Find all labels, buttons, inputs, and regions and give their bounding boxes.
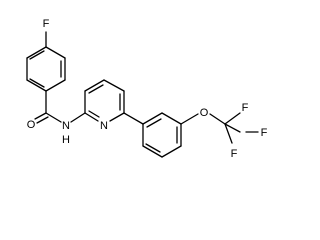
bond — [103, 79, 125, 92]
carbonyl-double-bond — [34, 112, 47, 120]
bond — [26, 46, 47, 59]
bond — [142, 145, 163, 158]
double-bond-inner — [88, 110, 100, 118]
double-bond-inner — [29, 50, 45, 60]
double-bond-inner — [145, 143, 161, 153]
bond — [180, 113, 199, 125]
cf3-fluorine-bottom-label: F — [231, 148, 238, 160]
bond — [45, 79, 66, 92]
bond — [142, 112, 163, 125]
double-bond-inner — [146, 118, 162, 128]
amide-nitrogen-label: N — [62, 120, 70, 132]
bond — [123, 112, 144, 125]
bond — [84, 112, 99, 122]
pyridine-nitrogen-label: N — [100, 120, 108, 132]
molecule-drawing: F O N H N O F F — [26, 18, 268, 160]
bond — [209, 113, 226, 125]
bond — [224, 123, 233, 144]
double-bond-inner — [88, 84, 104, 94]
bond — [109, 112, 125, 122]
bond — [161, 145, 182, 158]
structure-diagram: F O N H N O F F — [26, 18, 268, 160]
cf3-fluorine-top-label: F — [242, 102, 249, 114]
ether-oxygen-label: O — [200, 107, 209, 119]
bond — [45, 46, 66, 59]
bond — [161, 112, 182, 125]
bond — [224, 112, 241, 125]
bond — [84, 79, 105, 92]
trifluoromethoxyphenyl-ring — [142, 112, 182, 158]
amide-hydrogen-label: H — [62, 134, 70, 146]
cf3-fluorine-right-label: F — [261, 127, 268, 139]
carbonyl-double-bond — [36, 116, 49, 124]
bond — [45, 112, 62, 123]
fluorophenyl-ring — [26, 46, 66, 92]
bond — [70, 112, 86, 123]
bond — [224, 123, 241, 133]
bond — [26, 79, 47, 92]
double-bond-inner — [29, 78, 45, 88]
carbonyl-oxygen-label: O — [27, 119, 36, 131]
pyridine-ring — [84, 79, 125, 122]
fluorine-label: F — [43, 18, 50, 30]
